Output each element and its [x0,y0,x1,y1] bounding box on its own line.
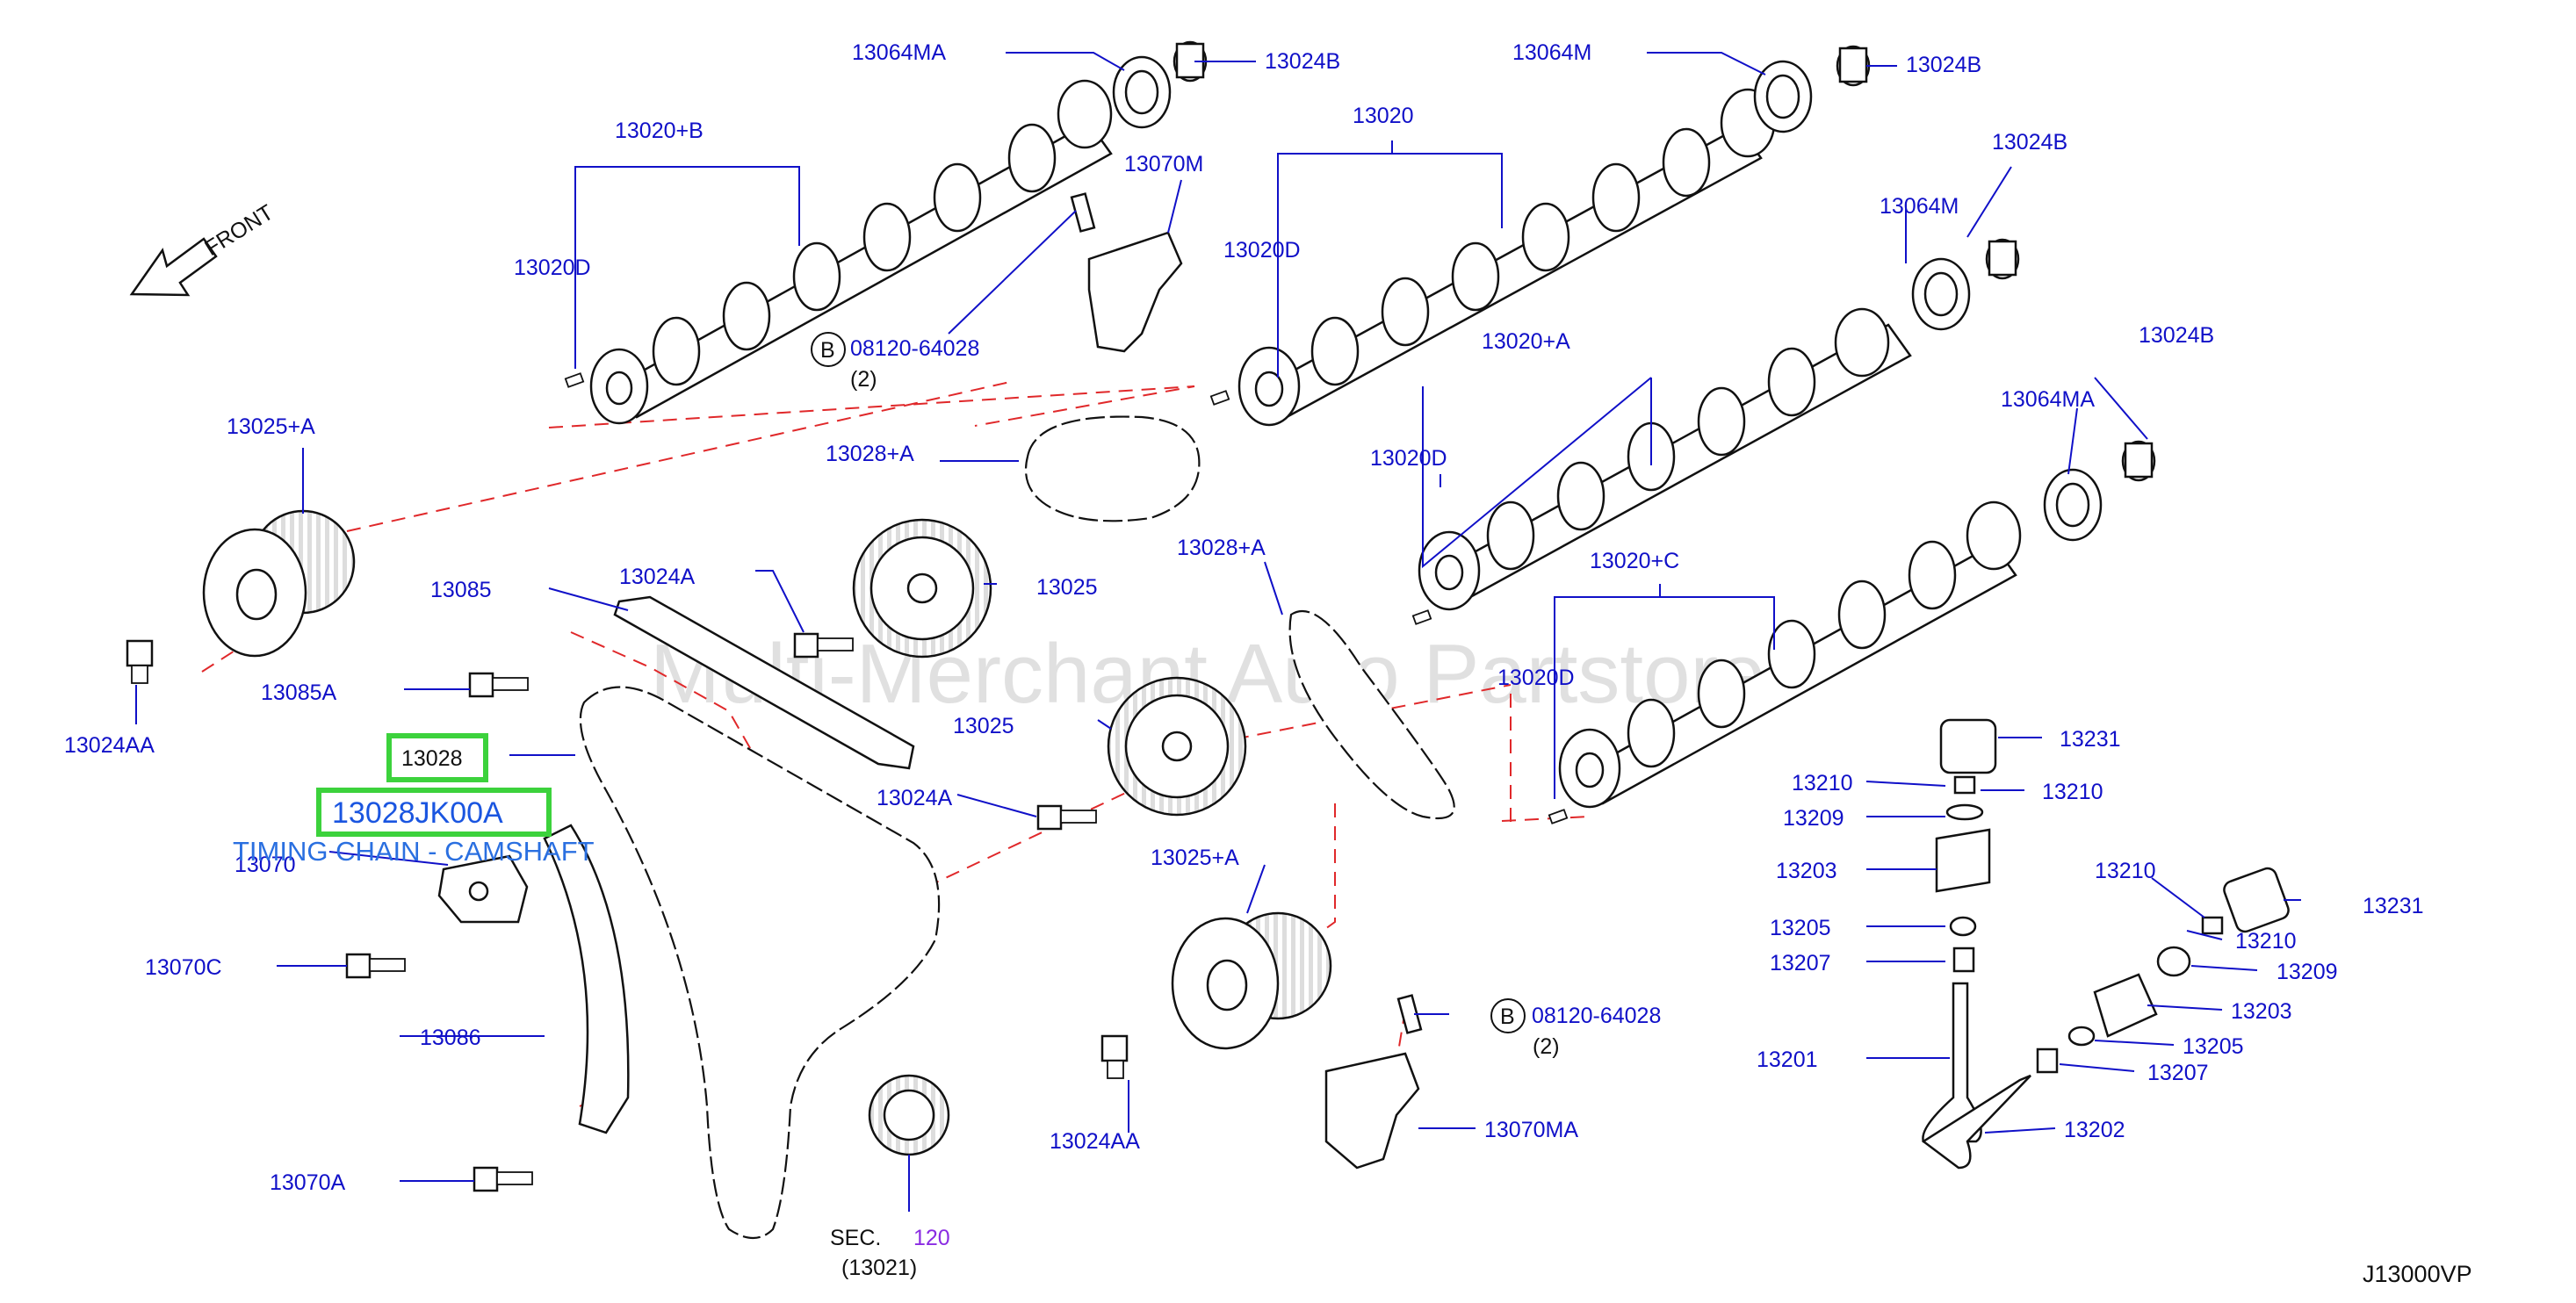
camshaft-13020B[interactable] [589,79,1113,425]
front-direction-indicator: FRONT [129,200,278,297]
label-13024AA-2: 13024AA [1050,1129,1140,1154]
label-13064M-mid: 13064M [1880,194,1959,219]
label-13085A: 13085A [261,680,337,705]
tensioner-13070[interactable] [437,854,529,924]
label-13020D-1: 13020D [514,256,591,280]
sec-number: 120 [913,1226,950,1250]
bolt-ref-bottom-qty: (2) [1533,1034,1560,1059]
label-13025A-bottom: 13025+A [1151,846,1239,870]
label-13231-1: 13231 [2060,727,2121,752]
sprocket-13025A-top[interactable] [202,509,356,658]
chain-guide-13085[interactable] [613,595,915,770]
tensioner-13070M[interactable] [1070,192,1183,353]
label-13207-1: 13207 [1770,951,1831,975]
label-13020D-2: 13020D [1223,238,1301,263]
diagram-code: J13000VP [2363,1261,2472,1287]
section-reference[interactable]: SEC. 120 (13021) [830,1226,950,1280]
part-labels[interactable]: 13064MA 13024B 13064M 13024B 13020+B 130… [64,40,2424,1195]
label-13064MA-top: 13064MA [852,40,946,65]
front-label: FRONT [200,200,278,261]
label-13020D-3: 13020D [1370,446,1447,471]
label-13086: 13086 [420,1026,481,1050]
label-13203-1: 13203 [1776,859,1837,883]
label-13205-1: 13205 [1770,916,1831,940]
label-13064M-top: 13064M [1512,40,1591,65]
leader-lines [135,52,2301,1212]
label-13028A-2: 13028+A [1177,536,1266,560]
label-13020B: 13020+B [615,119,704,143]
label-13210-2: 13210 [2042,780,2103,804]
bolt-ref-top-number: 08120-64028 [850,336,979,361]
highlighted-part[interactable]: 13028 13028JK00A TIMING CHAIN - CAMSHAFT [233,733,595,867]
camshaft-13020C[interactable] [1558,500,2022,809]
label-13020C: 13020+C [1590,549,1679,573]
dowel-pins [564,372,1569,824]
valve-train[interactable] [1921,718,2291,1170]
secondary-chain-13028A-1[interactable] [1024,415,1201,522]
highlight-description: TIMING CHAIN - CAMSHAFT [233,836,595,867]
label-13024A-2: 13024A [877,786,953,810]
label-13024B-4: 13024B [2139,323,2214,348]
bolt-ref-top[interactable]: B 08120-64028 (2) [811,332,979,392]
label-13202: 13202 [2064,1118,2125,1142]
bolt-ref-top-letter: B [820,338,835,363]
crank-sprocket-13021[interactable] [868,1074,950,1156]
label-13210-4: 13210 [2235,929,2297,954]
bolt-ref-bottom[interactable]: B 08120-64028 (2) [1490,998,1661,1059]
sprocket-13025-1[interactable] [852,518,992,659]
highlight-part-number: 13028 [401,746,463,771]
secondary-chain-13028A-2[interactable] [1288,609,1455,820]
tensioner-13070MA[interactable] [1324,994,1423,1170]
label-13020: 13020 [1353,104,1414,128]
label-13209-2: 13209 [2277,960,2338,984]
highlight-box-13028 [386,733,488,782]
bolt-ref-top-qty: (2) [850,367,877,392]
label-13025-2: 13025 [953,714,1014,738]
label-13085: 13085 [430,578,492,602]
label-13207-2: 13207 [2147,1061,2209,1085]
label-13070MA: 13070MA [1484,1118,1578,1142]
sec-sub: (13021) [841,1256,917,1280]
camshaft-seals[interactable] [1112,40,2156,542]
sprocket-13025-2[interactable] [1107,676,1247,817]
label-13210-1: 13210 [1792,771,1853,795]
chain-guide-13086[interactable] [543,824,630,1134]
camshaft-13020[interactable] [1237,88,1776,427]
label-13201: 13201 [1757,1047,1818,1072]
label-13020D-4: 13020D [1497,666,1575,690]
label-13070M: 13070M [1124,152,1203,176]
timing-chain-13028[interactable] [579,686,941,1240]
label-13205-2: 13205 [2183,1034,2244,1059]
bolt-ref-bottom-letter: B [1500,1004,1515,1029]
sec-prefix: SEC. [830,1226,881,1250]
label-13028A-1: 13028+A [826,442,914,466]
label-13020A: 13020+A [1482,329,1570,354]
label-13024B-3: 13024B [1992,130,2067,155]
label-13025-1: 13025 [1036,575,1098,600]
sprocket-13025A-bottom[interactable] [1171,911,1332,1050]
label-13210-3: 13210 [2095,859,2156,883]
label-13024B-1: 13024B [1265,49,1340,74]
label-13024B-2: 13024B [1906,53,1981,77]
label-13024A-1: 13024A [619,565,696,589]
label-13209-1: 13209 [1783,806,1844,831]
label-13203-2: 13203 [2231,999,2292,1024]
label-13070A: 13070A [270,1170,346,1195]
label-13064MA-mid: 13064MA [2001,387,2095,412]
label-13070: 13070 [235,853,296,877]
label-13070C: 13070C [145,955,222,980]
highlight-oem-number: 13028JK00A [332,796,503,830]
bolts[interactable] [126,632,1129,1192]
label-13025A-top: 13025+A [227,414,315,439]
label-13231-2: 13231 [2363,894,2424,918]
label-13024AA-1: 13024AA [64,733,155,758]
bolt-ref-bottom-number: 08120-64028 [1532,1004,1661,1028]
highlight-box-oem [316,788,552,837]
